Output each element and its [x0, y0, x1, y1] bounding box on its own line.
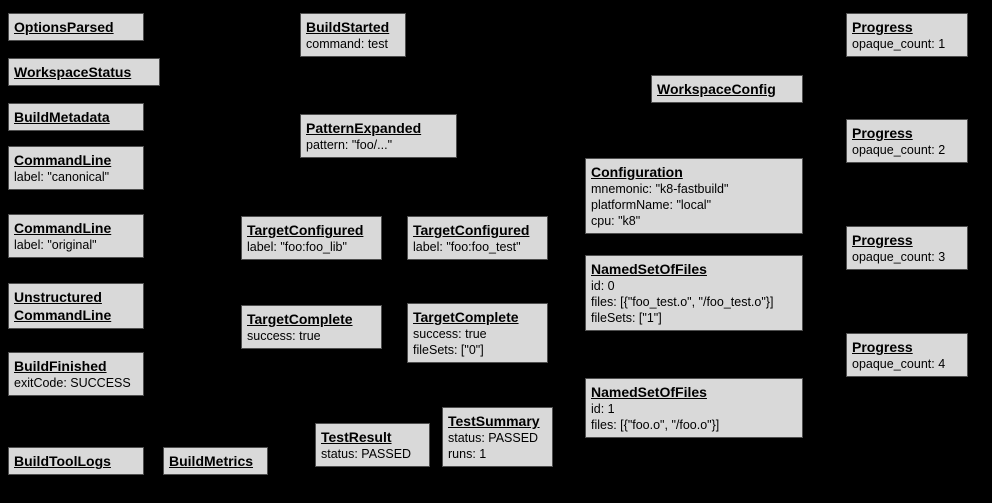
node-workspace-config: WorkspaceConfig [651, 75, 803, 103]
node-field: label: "original" [14, 238, 97, 252]
node-field: runs: 1 [448, 447, 487, 461]
node-named-set-of-files-0: NamedSetOfFiles id: 0 files: [{"foo_test… [585, 255, 803, 331]
node-named-set-of-files-1: NamedSetOfFiles id: 1 files: [{"foo.o", … [585, 378, 803, 438]
node-title: Unstructured CommandLine [14, 289, 112, 323]
node-field: fileSets: ["1"] [591, 311, 662, 325]
node-title: BuildToolLogs [14, 453, 111, 469]
node-configuration: Configuration mnemonic: "k8-fastbuild" p… [585, 158, 803, 234]
node-field: label: "foo:foo_test" [413, 240, 521, 254]
node-field: command: test [306, 37, 388, 51]
node-title: NamedSetOfFiles [591, 384, 707, 400]
node-field: cpu: "k8" [591, 214, 641, 228]
node-test-summary: TestSummary status: PASSED runs: 1 [442, 407, 553, 467]
node-title: Progress [852, 19, 913, 35]
node-build-metadata: BuildMetadata [8, 103, 144, 131]
node-target-complete-foo-test: TargetComplete success: true fileSets: [… [407, 303, 548, 363]
node-field: label: "canonical" [14, 170, 110, 184]
node-options-parsed: OptionsParsed [8, 13, 144, 41]
node-title: CommandLine [14, 152, 112, 168]
node-unstructured-command-line: Unstructured CommandLine [8, 283, 144, 329]
node-title: PatternExpanded [306, 120, 422, 136]
node-title: TargetComplete [413, 309, 519, 325]
node-field: success: true [247, 329, 321, 343]
node-progress-1: Progress opaque_count: 1 [846, 13, 968, 57]
node-field: fileSets: ["0"] [413, 343, 484, 357]
node-title: BuildStarted [306, 19, 390, 35]
node-field: platformName: "local" [591, 198, 712, 212]
node-title: BuildMetadata [14, 109, 110, 125]
node-title: NamedSetOfFiles [591, 261, 707, 277]
node-field: status: PASSED [321, 447, 412, 461]
node-title: Configuration [591, 164, 683, 180]
node-field: files: [{"foo.o", "/foo.o"}] [591, 418, 720, 432]
node-title: WorkspaceConfig [657, 81, 776, 97]
node-title: BuildMetrics [169, 453, 254, 469]
node-test-result: TestResult status: PASSED [315, 423, 430, 467]
node-build-started: BuildStarted command: test [300, 13, 406, 57]
node-field: opaque_count: 2 [852, 143, 946, 157]
node-title: BuildFinished [14, 358, 107, 374]
node-field: label: "foo:foo_lib" [247, 240, 347, 254]
node-field: opaque_count: 4 [852, 357, 946, 371]
node-target-complete-foo-lib: TargetComplete success: true [241, 305, 382, 349]
node-title: TargetConfigured [413, 222, 530, 238]
node-title: Progress [852, 232, 913, 248]
node-build-tool-logs: BuildToolLogs [8, 447, 144, 475]
node-title: TargetComplete [247, 311, 353, 327]
node-title: Progress [852, 125, 913, 141]
node-field: opaque_count: 3 [852, 250, 946, 264]
node-progress-4: Progress opaque_count: 4 [846, 333, 968, 377]
node-workspace-status: WorkspaceStatus [8, 58, 160, 86]
node-target-configured-foo-test: TargetConfigured label: "foo:foo_test" [407, 216, 548, 260]
node-title: WorkspaceStatus [14, 64, 132, 80]
node-field: status: PASSED [448, 431, 539, 445]
node-field: mnemonic: "k8-fastbuild" [591, 182, 729, 196]
node-field: pattern: "foo/..." [306, 138, 393, 152]
node-title: TestResult [321, 429, 392, 445]
node-build-finished: BuildFinished exitCode: SUCCESS [8, 352, 144, 396]
node-title: OptionsParsed [14, 19, 114, 35]
node-field: success: true [413, 327, 487, 341]
node-target-configured-foo-lib: TargetConfigured label: "foo:foo_lib" [241, 216, 382, 260]
node-field: opaque_count: 1 [852, 37, 946, 51]
node-field: exitCode: SUCCESS [14, 376, 131, 390]
node-command-line-canonical: CommandLine label: "canonical" [8, 146, 144, 190]
node-title: Progress [852, 339, 913, 355]
node-field: files: [{"foo_test.o", "/foo_test.o"}] [591, 295, 774, 309]
node-command-line-original: CommandLine label: "original" [8, 214, 144, 258]
node-build-metrics: BuildMetrics [163, 447, 268, 475]
node-field: id: 0 [591, 279, 615, 293]
node-field: id: 1 [591, 402, 615, 416]
node-title: CommandLine [14, 220, 112, 236]
node-title: TestSummary [448, 413, 540, 429]
node-progress-3: Progress opaque_count: 3 [846, 226, 968, 270]
node-title: TargetConfigured [247, 222, 364, 238]
node-progress-2: Progress opaque_count: 2 [846, 119, 968, 163]
node-pattern-expanded: PatternExpanded pattern: "foo/..." [300, 114, 457, 158]
